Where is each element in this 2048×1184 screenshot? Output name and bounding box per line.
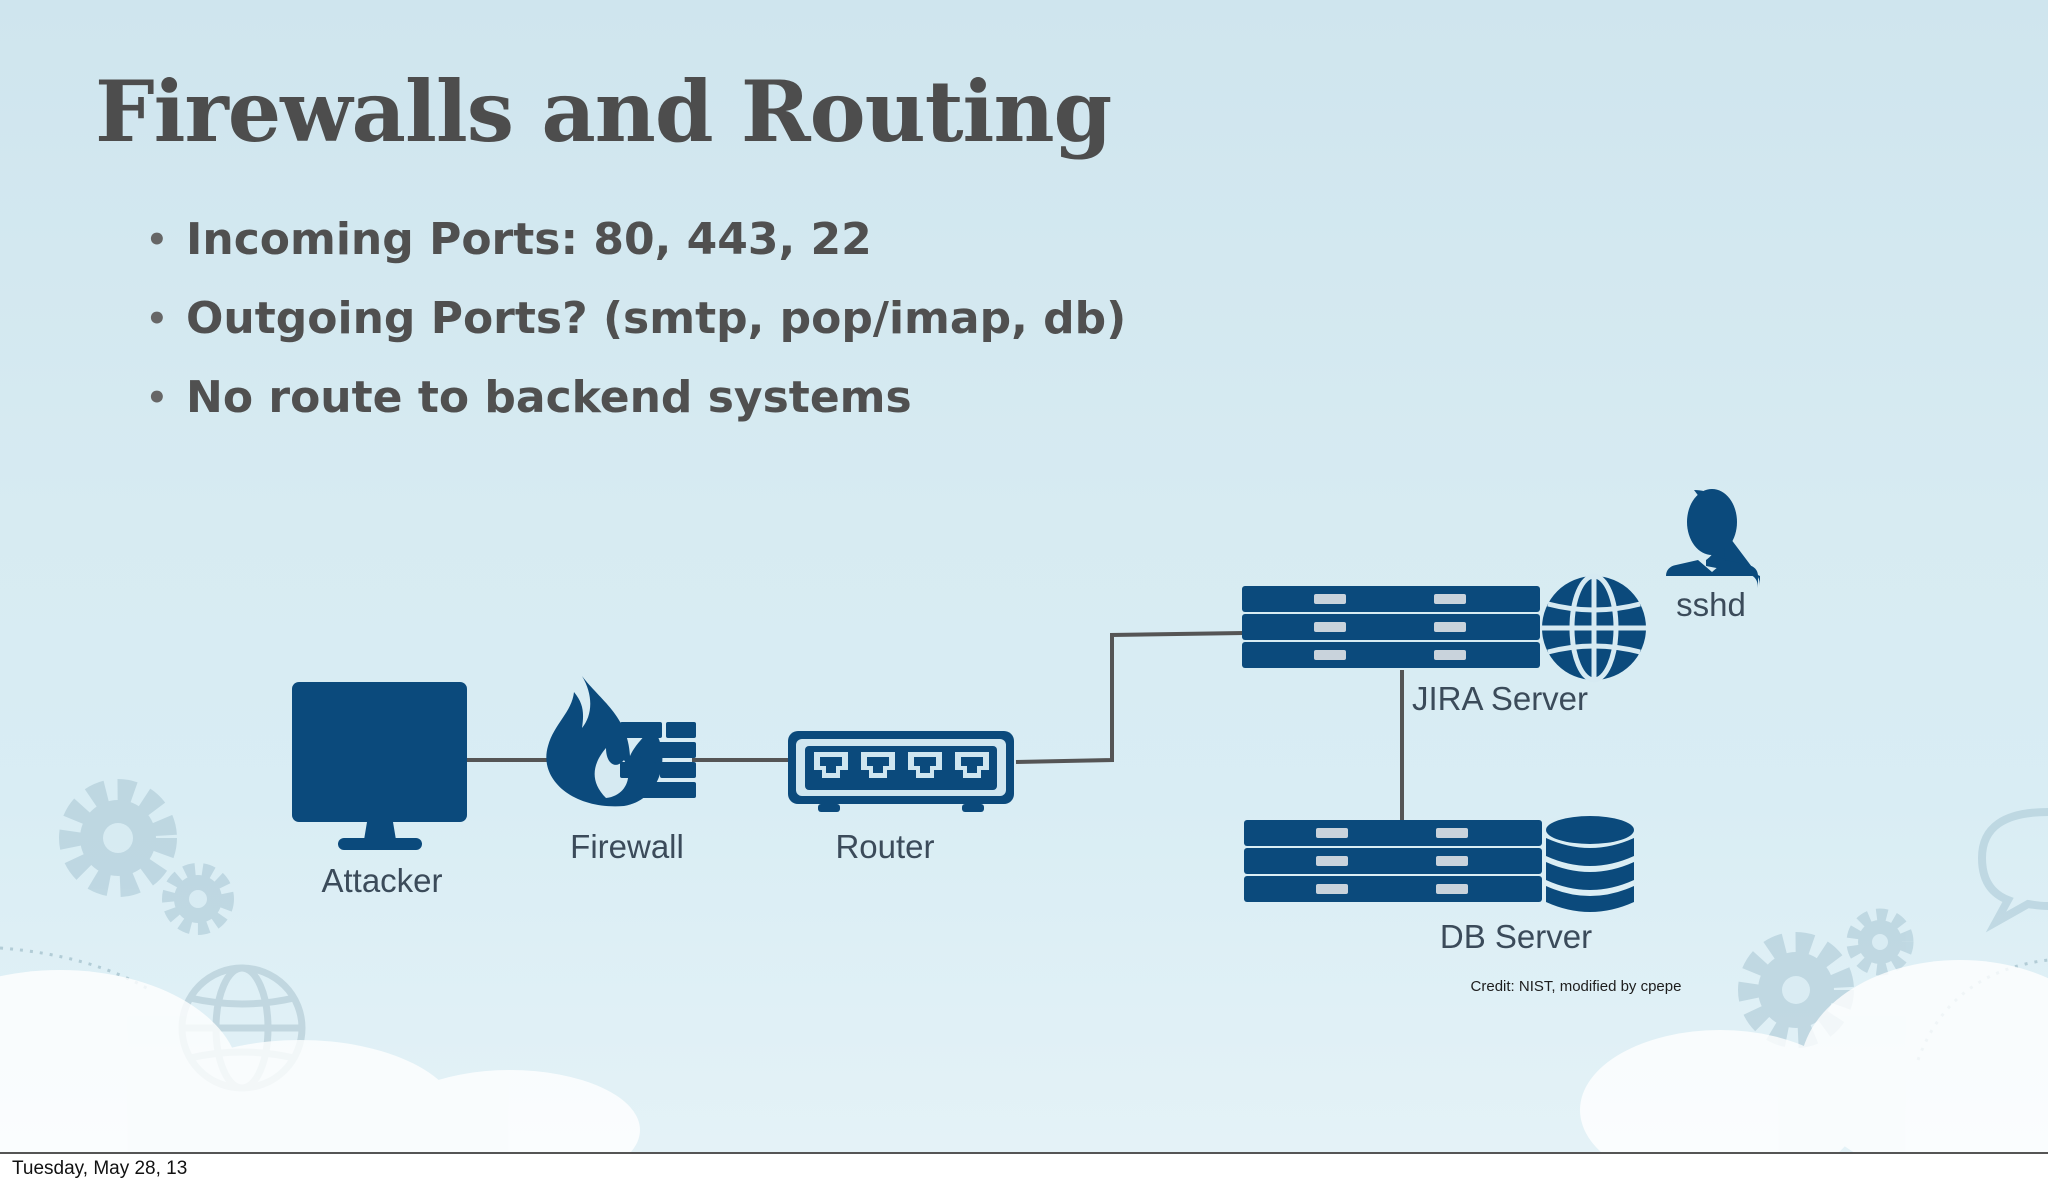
label-jira-server: JIRA Server (1412, 680, 1588, 717)
gear-icon (162, 863, 234, 935)
gear-icon (1846, 908, 1914, 976)
network-links (462, 631, 1404, 822)
image-credit: Credit: NIST, modified by cpepe (1471, 978, 1682, 995)
bullet-text: Outgoing Ports? (smtp, pop/imap, db) (186, 293, 1127, 344)
bullet-text: Incoming Ports: 80, 443, 22 (186, 214, 872, 265)
bullet-item: • Incoming Ports: 80, 443, 22 (140, 204, 1126, 283)
server-icon (1242, 586, 1540, 668)
bullet-list: • Incoming Ports: 80, 443, 22 • Outgoing… (140, 204, 1126, 441)
firewall-icon (546, 676, 696, 807)
chat-bubble-icon (1977, 808, 2048, 933)
slide: Attacker Firewall Router JIRA Server DB … (0, 0, 2048, 1152)
label-sshd: sshd (1676, 586, 1746, 623)
database-icon (1546, 816, 1634, 912)
gear-icon (59, 779, 177, 897)
bullet-item: • Outgoing Ports? (smtp, pop/imap, db) (140, 283, 1126, 362)
router-icon (788, 731, 1014, 812)
monitor-icon (292, 682, 467, 850)
cloud-band (0, 960, 2048, 1152)
user-icon (1666, 489, 1760, 590)
bullet-dot: • (146, 220, 168, 260)
server-icon (1244, 820, 1542, 902)
footer-bar: Tuesday, May 28, 13 (0, 1152, 2048, 1184)
label-db-server: DB Server (1440, 918, 1592, 955)
globe-icon (1542, 573, 1646, 683)
slide-title: Firewalls and Routing (95, 62, 1112, 161)
diagram-canvas: Attacker Firewall Router JIRA Server DB … (0, 489, 2048, 1152)
bullet-dot: • (146, 378, 168, 418)
footer-date: Tuesday, May 28, 13 (12, 1158, 188, 1179)
bullet-text: No route to backend systems (186, 372, 912, 423)
link-router-jira (1015, 631, 1245, 764)
bullet-item: • No route to backend systems (140, 362, 1126, 441)
bullet-dot: • (146, 299, 168, 339)
label-firewall: Firewall (570, 828, 684, 865)
label-router: Router (835, 828, 934, 865)
label-attacker: Attacker (321, 862, 442, 899)
gear-icon (1738, 932, 1854, 1048)
